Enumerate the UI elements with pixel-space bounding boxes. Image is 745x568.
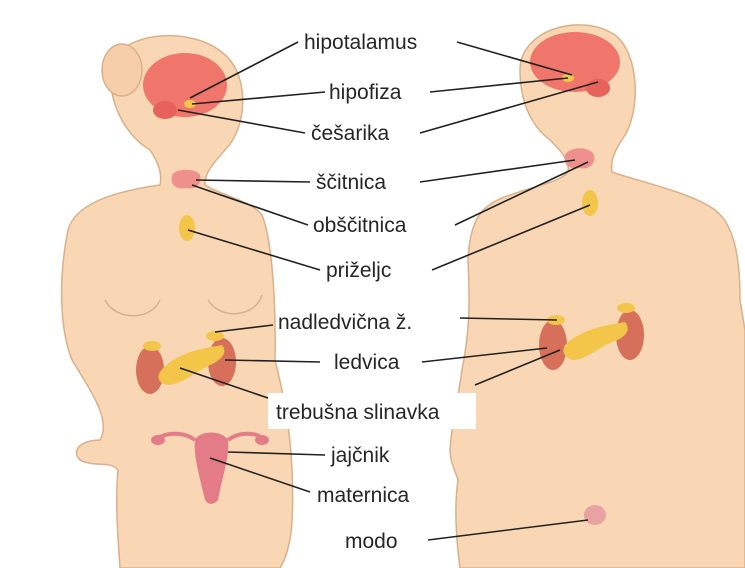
male-body (450, 25, 745, 568)
male-testis (584, 505, 606, 525)
male-kidney-left (539, 320, 567, 370)
male-thymus (582, 190, 598, 216)
labels: hipotalamus hipofiza češarika ščitnica o… (268, 31, 476, 553)
label-hypothalamus: hipotalamus (304, 31, 417, 54)
female-thymus (179, 215, 195, 241)
female-figure (62, 36, 293, 568)
label-thyroid: ščitnica (316, 171, 386, 194)
female-hair-bun (102, 44, 142, 96)
female-kidney-left (136, 346, 164, 394)
male-adrenal-right (617, 303, 635, 313)
female-ovary-left (151, 435, 165, 445)
female-ovary-right (255, 435, 269, 445)
label-pancreas: trebušna slinavka (276, 401, 440, 424)
label-kidney: ledvica (334, 351, 400, 374)
label-ovary: jajčnik (330, 444, 390, 467)
label-adrenal: nadledvična ž. (278, 311, 412, 334)
label-pineal: češarika (311, 122, 390, 145)
male-figure (450, 25, 745, 568)
female-cerebellum (153, 101, 177, 119)
label-testis: modo (345, 530, 398, 553)
label-uterus: maternica (317, 484, 410, 507)
female-adrenal-left (143, 341, 161, 351)
label-parathyroid: obščitnica (313, 214, 407, 237)
male-cerebellum (586, 79, 610, 97)
label-thymus: priželjc (326, 259, 391, 282)
female-adrenal-right (206, 331, 224, 341)
label-pituitary: hipofiza (329, 81, 402, 104)
